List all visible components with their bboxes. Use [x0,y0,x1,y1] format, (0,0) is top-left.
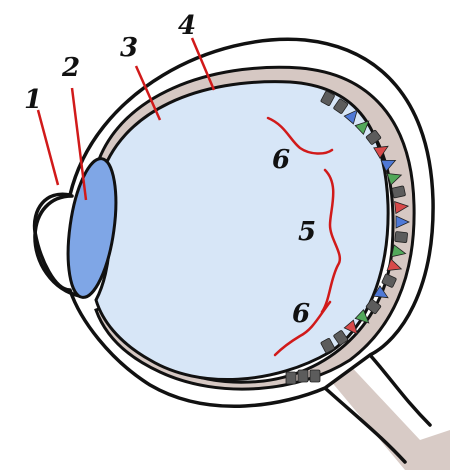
rod-cell [298,370,308,382]
leader-1 [38,110,58,185]
rod-cell [286,372,296,384]
label-4: 4 [178,11,196,41]
label-6-bottom: 6 [292,299,310,329]
rod-cell [310,370,320,382]
rod-cell [392,186,406,198]
label-6-top: 6 [272,145,290,175]
rod-cell [395,231,408,242]
label-5: 5 [298,217,316,247]
label-2: 2 [61,53,80,83]
label-3: 3 [120,33,138,63]
label-1: 1 [24,85,42,115]
